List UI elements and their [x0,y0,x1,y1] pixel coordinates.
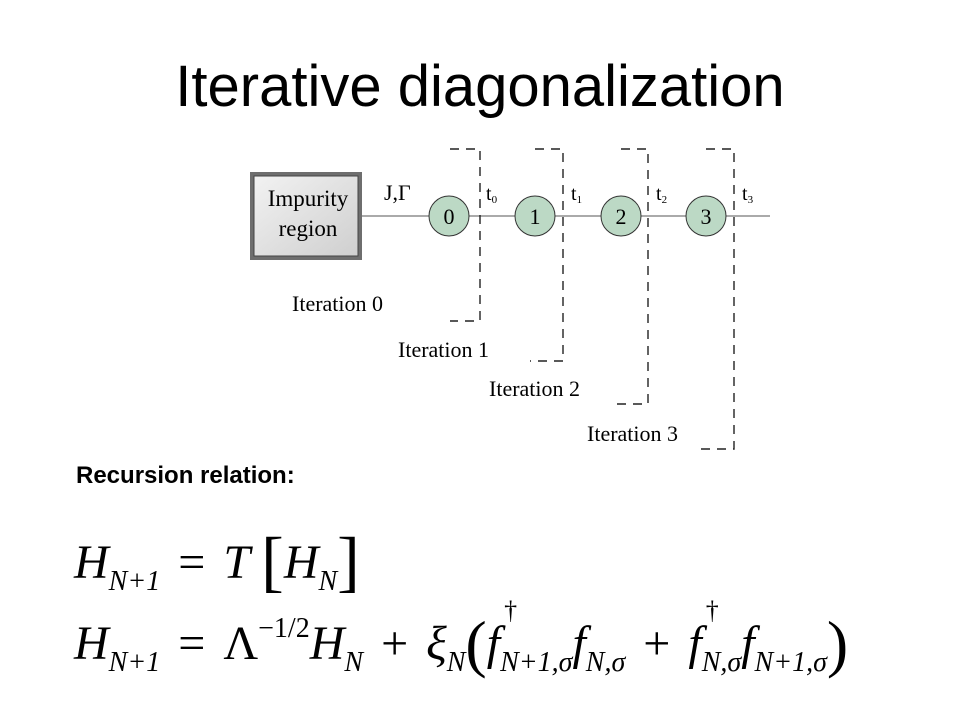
equation-2: HN+1 = Λ−1/2HN + ξN(f†N+1,σfN,σ + f†N,σf… [74,598,848,680]
site-2-label: 2 [616,204,627,229]
equation-1: HN+1 = T [HN] [74,527,360,596]
eq1-lhs: H [74,536,109,589]
iteration-0-label: Iteration 0 [292,291,383,316]
eq2-f4-sub: N+1,σ [754,647,827,678]
eq2-f3-dagger: † [705,596,719,625]
recursion-label: Recursion relation: [76,462,295,489]
iteration-2-bracket [616,148,649,405]
iteration-0-bracket [450,148,481,322]
hopping-label-0: t0 [486,183,498,206]
iteration-3-label: Iteration 3 [587,421,678,446]
eq2-xi-sub: N [446,647,466,678]
eq2-left-paren: ( [465,608,487,679]
eq2-lhs: H [74,617,109,670]
iteration-1-bracket [530,148,564,362]
eq2-f1-indices: † N+1,σ [500,598,573,680]
eq2-f3-sub: N,σ [701,647,742,678]
site-2: 2 [600,195,642,237]
site-0-label: 0 [444,204,455,229]
coupling-label: J,Γ [384,180,411,205]
eq1-right-bracket: ] [337,523,360,599]
hopping-label-3: t3 [742,183,754,206]
eq2-f2: f [572,617,586,670]
site-1: 1 [514,195,556,237]
eq2-plus-1: + [381,617,409,670]
site-0: 0 [428,195,470,237]
eq1-operator: T [223,536,250,589]
eq2-f1: f [486,617,501,670]
eq2-f4: f [741,617,755,670]
impurity-label-line2: region [279,216,338,241]
eq2-f1-dagger: † [504,596,518,625]
impurity-region-box: Impurity region [250,172,362,260]
eq2-lambda: Λ [223,617,259,670]
eq2-h: H [309,617,345,670]
hopping-label-1: t1 [571,183,582,206]
eq1-left-bracket: [ [261,523,284,599]
eq2-plus-2: + [643,617,671,670]
eq1-lhs-sub: N+1 [108,566,161,597]
site-1-label: 1 [530,204,541,229]
eq2-xi: ξ [426,617,447,670]
eq2-f3-indices: † N,σ [701,598,742,680]
iteration-2-label: Iteration 2 [489,376,580,401]
iteration-3-bracket [700,148,735,450]
iteration-1-label: Iteration 1 [398,337,489,362]
eq1-arg-sub: N [318,566,338,597]
eq2-right-paren: ) [826,608,849,679]
eq2-h-sub: N [344,647,364,678]
eq2-f1-sub: N+1,σ [500,647,573,678]
page-title: Iterative diagonalization [175,54,785,119]
eq2-f3: f [688,617,702,670]
eq2-equals: = [178,617,206,670]
hopping-label-2: t2 [656,183,667,206]
eq1-arg: H [283,536,319,589]
site-3: 3 [685,195,727,237]
eq2-f2-sub: N,σ [585,647,626,678]
eq2-lhs-sub: N+1 [108,647,161,678]
impurity-label-line1: Impurity [268,186,349,211]
eq2-lambda-exponent: −1/2 [258,613,310,644]
site-3-label: 3 [701,204,712,229]
eq1-equals: = [178,536,206,589]
